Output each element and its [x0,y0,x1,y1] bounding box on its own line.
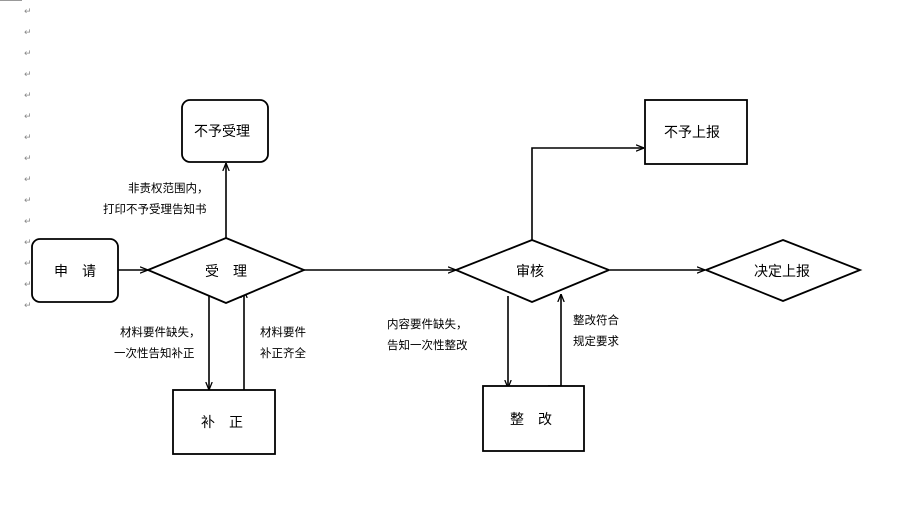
paragraph-mark: ↵ [24,28,32,38]
node-accept-label: 受 理 [205,264,247,280]
edge-label-missing-2: 一次性告知补正 [114,346,195,360]
paragraph-mark: ↵ [24,196,32,206]
paragraph-mark: ↵ [24,49,32,59]
paragraph-mark: ↵ [24,217,32,227]
edge-label-missing-1: 材料要件缺失， [120,325,201,339]
paragraph-mark: ↵ [24,7,32,17]
document-top-rule [0,0,22,1]
edge-label-out-of-scope-2: 打印不予受理告知书 [103,202,207,216]
paragraph-mark: ↵ [24,238,32,248]
edge-label-complete-1: 材料要件 [260,325,306,339]
edge-label-content-missing-2: 告知一次性整改 [387,338,468,352]
paragraph-mark: ↵ [24,133,32,143]
paragraph-mark: ↵ [24,91,32,101]
node-apply-label: 申 请 [54,264,96,280]
paragraph-mark: ↵ [24,70,32,80]
edge-label-content-missing-1: 内容要件缺失， [387,317,468,331]
edge-label-compliant-2: 规定要求 [573,334,619,348]
paragraph-mark: ↵ [24,259,32,269]
node-rectify-box [482,385,585,452]
node-apply-box [31,238,119,303]
edge-label-out-of-scope-1: 非责权范围内， [128,181,209,195]
node-not-report-label: 不予上报 [664,125,720,141]
node-reject-box [181,99,269,163]
paragraph-mark: ↵ [24,112,32,122]
node-decide-diamond [703,239,863,302]
edge-review-to-not-report [531,148,644,240]
paragraph-mark: ↵ [24,280,32,290]
node-rectify-label: 整 改 [510,412,552,428]
node-review-label: 审核 [516,264,544,280]
paragraph-mark: ↵ [24,301,32,311]
node-accept-diamond [145,237,307,304]
node-reject-label: 不予受理 [194,124,250,140]
node-review-diamond [453,239,612,303]
edge-label-complete-2: 补正齐全 [260,346,306,360]
edge-label-compliant-1: 整改符合 [573,313,619,327]
paragraph-mark: ↵ [24,154,32,164]
node-supplement-box [172,389,276,455]
node-decide-label: 决定上报 [754,264,810,280]
node-supplement-label: 补 正 [201,415,243,431]
node-not-report-box [644,99,748,165]
paragraph-mark: ↵ [24,175,32,185]
